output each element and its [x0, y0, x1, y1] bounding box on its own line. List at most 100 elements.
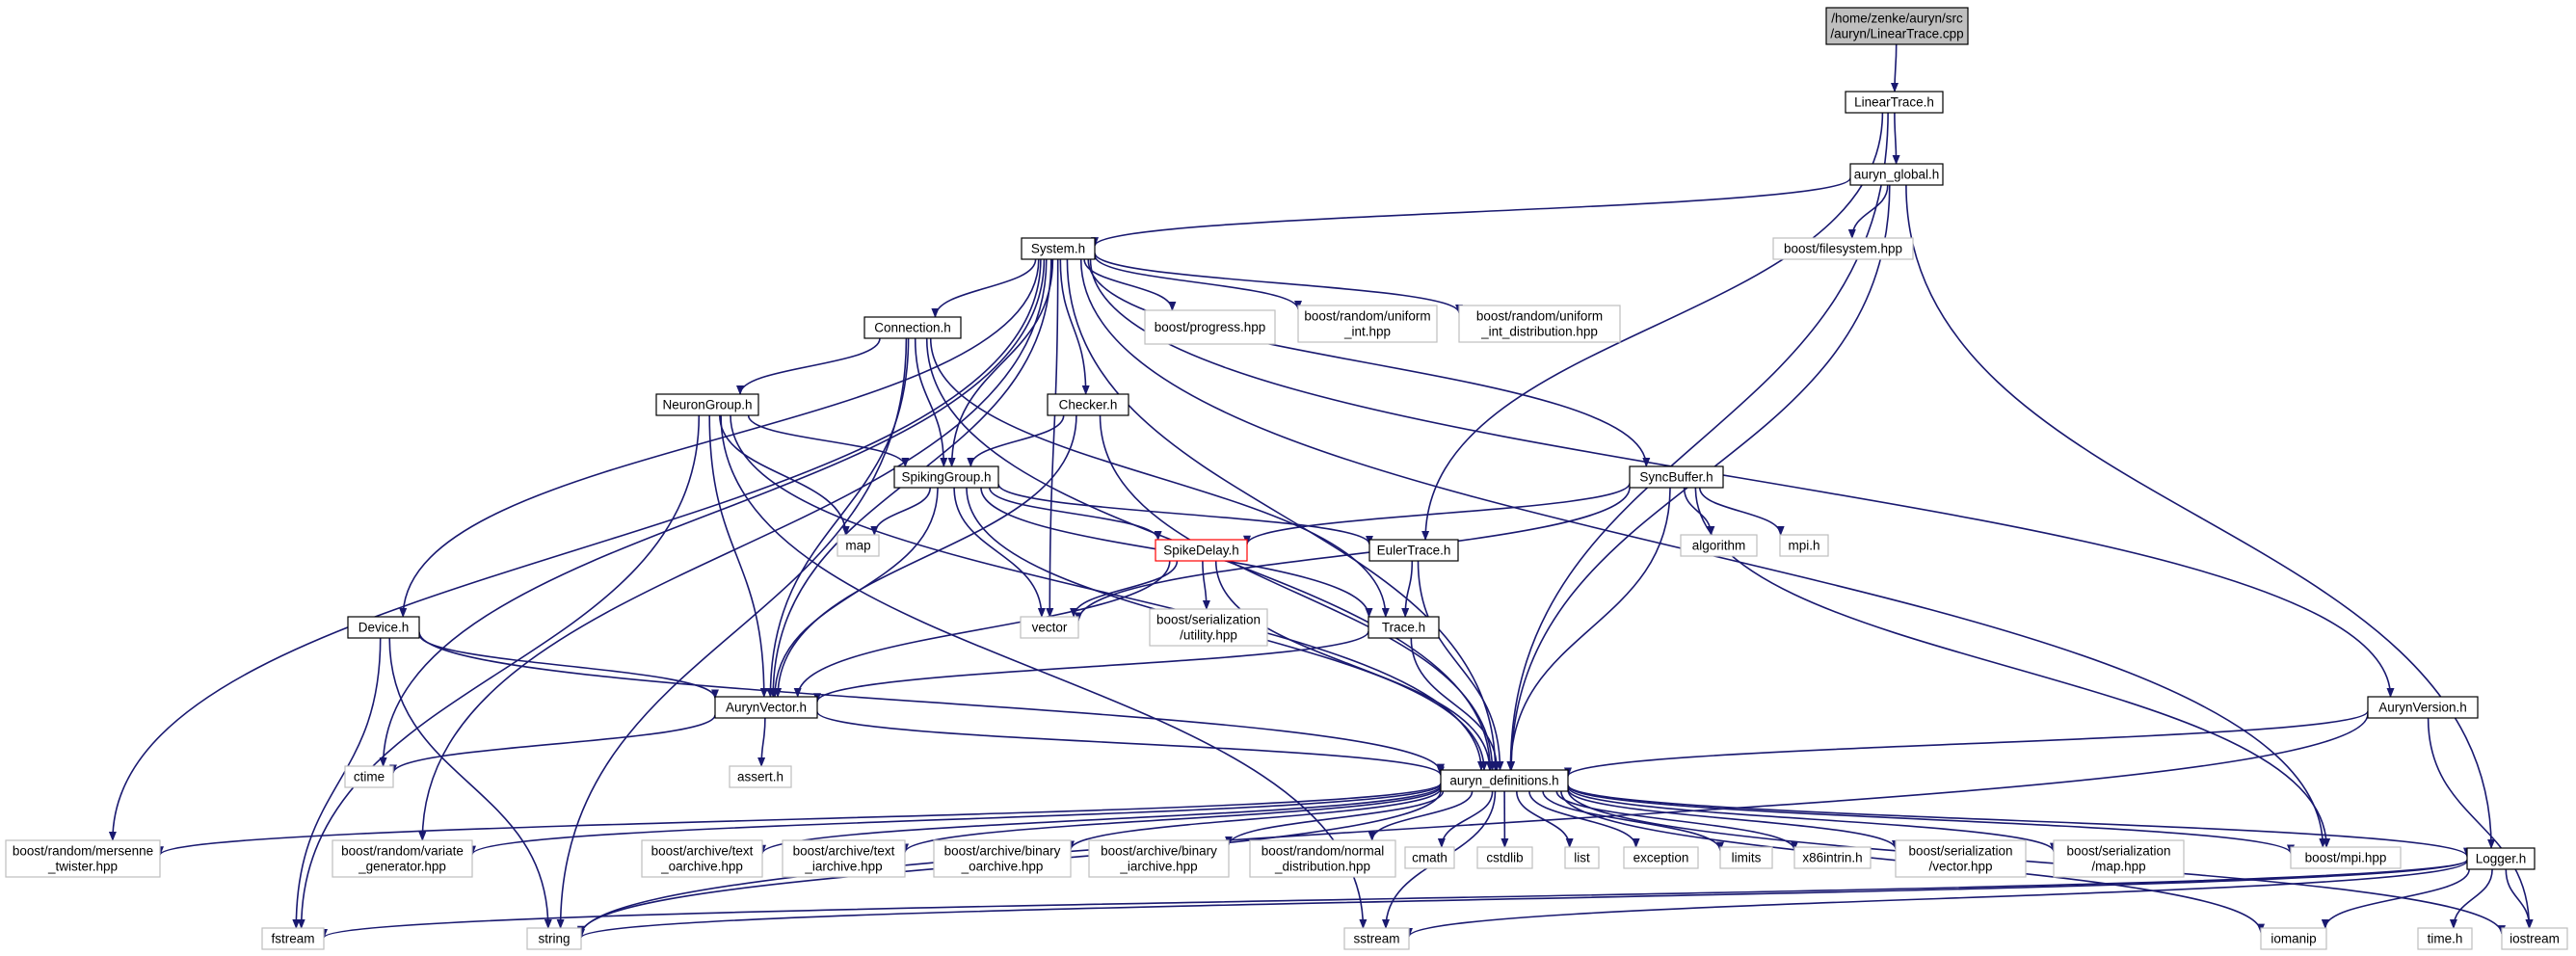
node-label: cstdlib: [1486, 851, 1523, 865]
node-lineartrace[interactable]: LinearTrace.h: [1845, 91, 1944, 114]
node-boost_uniform_int_dist: boost/random/uniform_int_distribution.hp…: [1458, 305, 1621, 343]
node-layer: /home/zenke/auryn/src/auryn/LinearTrace.…: [5, 7, 2568, 950]
node-box: [1895, 839, 2027, 878]
node-auryn_definitions[interactable]: auryn_definitions.h: [1440, 769, 1569, 792]
node-boost_progress: boost/progress.hpp: [1144, 309, 1276, 345]
edge-logger-to-string: [577, 859, 2468, 939]
edge-aurynvector-to-auryn_definitions: [816, 711, 1445, 777]
node-label: exception: [1633, 851, 1689, 865]
node-label: boost/archive/text: [651, 844, 754, 859]
edge-auryn_definitions-to-boost_mersenne: [156, 783, 1442, 857]
node-box: [347, 616, 420, 639]
node-aurynversion[interactable]: AurynVersion.h: [2367, 696, 2479, 719]
node-box: [729, 765, 792, 788]
edge-eulertrace-to-auryn_definitions: [1417, 560, 1504, 771]
node-label: boost/archive/binary: [1101, 844, 1217, 859]
node-system[interactable]: System.h: [1021, 237, 1096, 260]
node-label: Trace.h: [1382, 621, 1425, 635]
node-box: [1825, 7, 1969, 45]
node-label: map: [845, 539, 870, 553]
edge-lineartrace-to-auryn_definitions: [1506, 112, 1889, 771]
edge-spikinggroup-to-vector: [953, 487, 1046, 618]
node-boost_binary_iarchive: boost/archive/binary_iarchive.hpp: [1088, 839, 1230, 878]
node-string: string: [526, 927, 582, 950]
node-boost_binary_oarchive: boost/archive/binary_oarchive.hpp: [933, 839, 1072, 878]
node-spikinggroup[interactable]: SpikingGroup.h: [893, 465, 999, 489]
node-label: mpi.h: [1788, 539, 1819, 553]
node-boost_mersenne: boost/random/mersenne_twister.hpp: [5, 839, 161, 878]
node-box: [261, 927, 325, 950]
edge-logger-to-iomanip: [2321, 868, 2470, 929]
node-label: Checker.h: [1059, 398, 1118, 412]
node-box: [1020, 616, 1079, 639]
node-trace[interactable]: Trace.h: [1368, 616, 1440, 639]
edge-system-to-syncbuffer: [1087, 258, 1651, 467]
node-logger[interactable]: Logger.h: [2466, 847, 2536, 870]
edge-auryn_global-to-logger: [1905, 184, 2496, 849]
node-box: [1458, 305, 1621, 343]
node-list: list: [1564, 846, 1600, 869]
edge-auryn_definitions-to-limits: [1542, 790, 1724, 852]
node-box: [5, 839, 161, 878]
edge-auryn_global-to-system: [1091, 177, 1851, 248]
node-fstream: fstream: [261, 927, 325, 950]
node-label: _oarchive.hpp: [961, 860, 1044, 874]
node-box: [1249, 839, 1396, 878]
edge-system-to-boost_progress: [1083, 258, 1177, 311]
node-eulertrace[interactable]: EulerTrace.h: [1368, 539, 1459, 562]
node-label: _iarchive.hpp: [1119, 860, 1197, 874]
node-connection[interactable]: Connection.h: [863, 316, 962, 339]
node-box: [1021, 237, 1096, 260]
node-label: System.h: [1031, 242, 1085, 256]
node-label: _int.hpp: [1343, 325, 1391, 339]
edge-spikinggroup-to-spikedelay: [989, 487, 1162, 541]
edge-aurynvector-to-ctime: [389, 714, 716, 775]
node-label: /vector.hpp: [1928, 860, 1992, 874]
edge-checker-to-aurynvector: [774, 414, 1077, 698]
edge-logger-to-fstream: [320, 859, 2468, 939]
node-box: [2466, 847, 2536, 870]
edge-auryn_definitions-to-list: [1516, 790, 1574, 848]
node-label: AurynVersion.h: [2378, 701, 2467, 715]
node-box: [2367, 696, 2479, 719]
node-box: [1144, 309, 1276, 345]
node-box: [893, 465, 999, 489]
node-x86intrin: x86intrin.h: [1793, 846, 1872, 869]
edge-system-to-connection: [931, 258, 1037, 318]
node-label: NeuronGroup.h: [662, 398, 752, 412]
node-root[interactable]: /home/zenke/auryn/src/auryn/LinearTrace.…: [1825, 7, 1969, 45]
node-auryn_global[interactable]: auryn_global.h: [1849, 163, 1944, 186]
edge-aurynversion-to-auryn_definitions: [1564, 710, 2369, 778]
node-sstream: sstream: [1343, 927, 1410, 950]
node-box: [1404, 846, 1455, 869]
node-aurynvector[interactable]: AurynVector.h: [714, 696, 818, 719]
node-device[interactable]: Device.h: [347, 616, 420, 639]
edge-neurongroup-to-spikinggroup: [747, 414, 910, 467]
node-boost_filesystem: boost/filesystem.hpp: [1772, 237, 1914, 260]
node-label: EulerTrace.h: [1377, 544, 1451, 558]
edge-lineartrace-to-eulertrace: [1421, 112, 1884, 541]
node-syncbuffer[interactable]: SyncBuffer.h: [1629, 465, 1724, 489]
node-box: [1088, 839, 1230, 878]
node-label: iomanip: [2271, 932, 2316, 946]
edge-neurongroup-to-map: [719, 414, 850, 536]
node-box: [1343, 927, 1410, 950]
node-box: [1845, 91, 1944, 114]
edge-syncbuffer-to-vector: [1075, 487, 1631, 623]
node-checker[interactable]: Checker.h: [1047, 393, 1129, 416]
edge-checker-to-auryn_definitions: [1099, 414, 1497, 771]
edge-system-to-boost_uniform_int_dist: [1094, 252, 1463, 314]
node-neurongroup[interactable]: NeuronGroup.h: [655, 393, 759, 416]
edge-logger-to-sstream: [1405, 860, 2468, 938]
node-spikedelay[interactable]: SpikeDelay.h: [1155, 539, 1248, 562]
node-time_h: time.h: [2417, 927, 2473, 950]
node-box: [1629, 465, 1724, 489]
edge-auryn_definitions-to-boost_ser_vector: [1567, 788, 1899, 850]
node-box: [641, 839, 763, 878]
node-box: [1368, 539, 1459, 562]
node-label: algorithm: [1692, 539, 1746, 553]
edge-auryn_definitions-to-logger: [1567, 783, 2471, 858]
node-box: [1772, 237, 1914, 260]
node-box: [1680, 534, 1758, 557]
